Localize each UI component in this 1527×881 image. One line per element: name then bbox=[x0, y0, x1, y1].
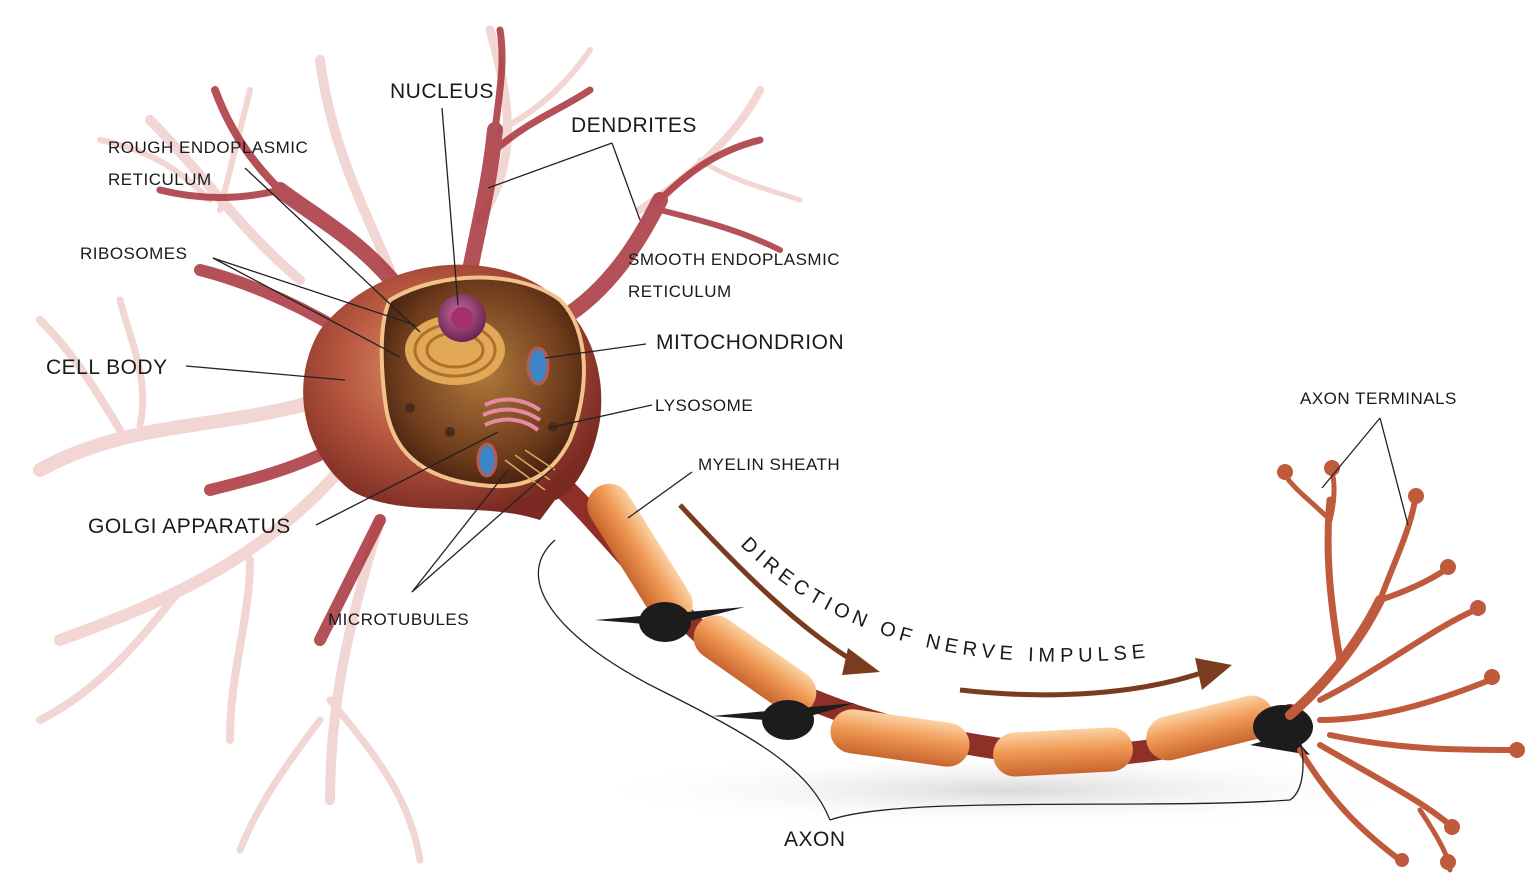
axon-terminals-label: AXON TERMINALS bbox=[1300, 389, 1457, 409]
cell-body-label: CELL BODY bbox=[46, 356, 168, 380]
mitochondrion-label: MITOCHONDRION bbox=[656, 331, 844, 355]
dendrites-label: DENDRITES bbox=[571, 114, 697, 138]
direction-label: DIRECTION OF NERVE IMPULSE bbox=[736, 533, 1151, 667]
rough-er-label-line2: RETICULUM bbox=[108, 170, 212, 190]
microtubules-label: MICROTUBULES bbox=[328, 610, 469, 630]
arrowhead-icon bbox=[842, 648, 880, 675]
mitochondrion-shape bbox=[528, 348, 548, 384]
lysosome-shape bbox=[445, 427, 455, 437]
axon-label: AXON bbox=[784, 828, 846, 852]
rough-er-label-line1: ROUGH ENDOPLASMIC bbox=[108, 138, 308, 158]
smooth-er-label-line1: SMOOTH ENDOPLASMIC bbox=[628, 250, 840, 270]
myelin-sheath-label: MYELIN SHEATH bbox=[698, 455, 840, 475]
ribosomes-label: RIBOSOMES bbox=[80, 244, 187, 264]
lysosome-label: LYSOSOME bbox=[655, 396, 753, 416]
nucleus-label: NUCLEUS bbox=[390, 80, 494, 104]
smooth-er-label-line2: RETICULUM bbox=[628, 282, 732, 302]
lysosome-shape bbox=[405, 403, 415, 413]
golgi-apparatus-label: GOLGI APPARATUS bbox=[88, 515, 291, 539]
nucleolus-shape bbox=[451, 307, 473, 329]
arrowhead-icon bbox=[1195, 658, 1232, 690]
mitochondrion-shape bbox=[478, 444, 496, 476]
